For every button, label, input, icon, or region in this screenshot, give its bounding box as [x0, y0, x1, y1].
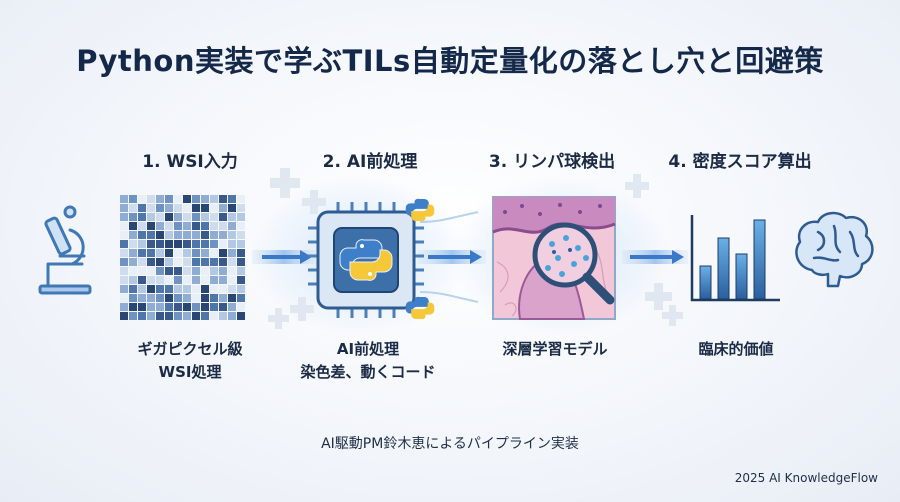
decorative-crosses — [268, 168, 683, 329]
flow-arrows — [252, 211, 688, 303]
python-chip-icon — [308, 202, 424, 318]
copyright: 2025 AI KnowledgeFlow — [734, 471, 878, 485]
python-logo-icon — [405, 296, 435, 320]
python-logo-icon — [405, 198, 435, 222]
caption-line: WSI処理 — [158, 363, 222, 381]
caption-line: 深層学習モデル — [502, 340, 608, 358]
tissue-magnifier-icon — [492, 196, 616, 320]
step-2-caption: AI前処理 染色差、動くコード — [268, 338, 468, 384]
step-4-label: 4. 密度スコア算出 — [668, 152, 812, 172]
caption-line: AI前処理 — [336, 340, 400, 358]
wsi-tile-icon — [120, 195, 245, 320]
credit-line: AI駆動PM鈴木恵によるパイプライン実装 — [321, 436, 579, 452]
microscope-icon — [38, 205, 92, 295]
caption-line: ギガピクセル級 — [137, 340, 243, 358]
page-title: Python実装で学ぶTILs自動定量化の落とし穴と回避策 — [76, 44, 824, 78]
step-3-caption: 深層学習モデル — [455, 338, 655, 361]
caption-line: 臨床的価値 — [698, 340, 774, 358]
brain-icon — [795, 211, 874, 288]
step-1-label: 1. WSI入力 — [142, 152, 238, 172]
step-1-caption: ギガピクセル級 WSI処理 — [90, 338, 290, 384]
step-2-label: 2. AI前処理 — [322, 152, 418, 172]
step-4-caption: 臨床的価値 — [636, 338, 836, 361]
step-3-label: 3. リンパ球検出 — [488, 152, 616, 172]
bar-chart-icon — [690, 215, 780, 302]
caption-line: 染色差、動くコード — [300, 363, 436, 381]
